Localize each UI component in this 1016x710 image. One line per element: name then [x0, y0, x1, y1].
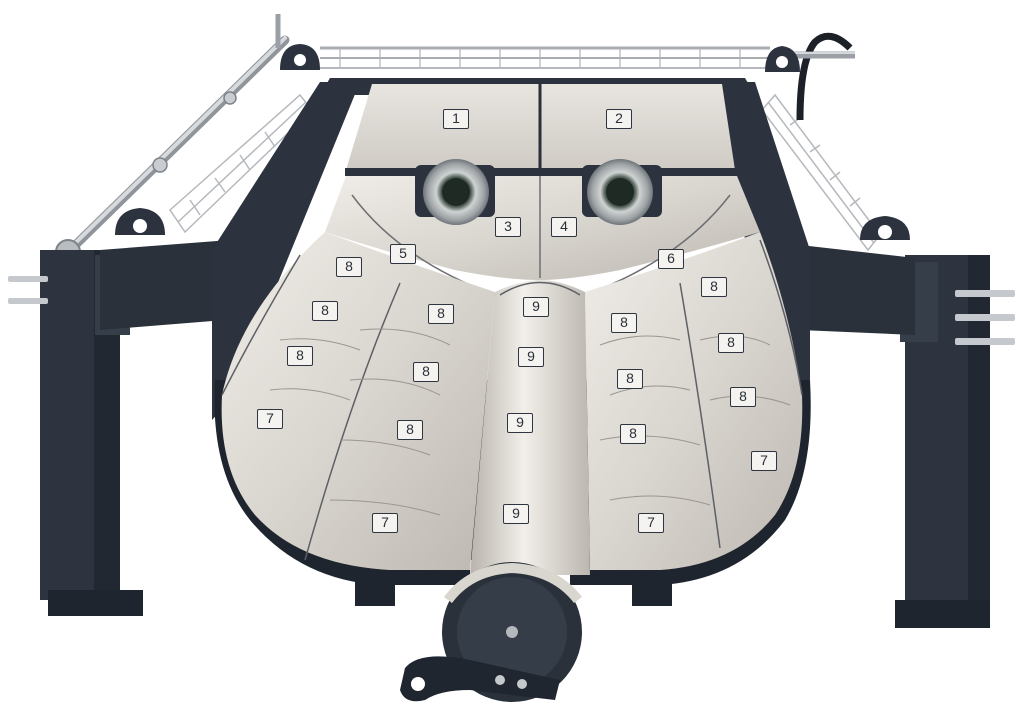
- callout-label-4: 4: [551, 217, 577, 237]
- top-cable-tray: [320, 48, 770, 68]
- callout-label-8: 8: [611, 313, 637, 333]
- callout-label-8: 8: [397, 420, 423, 440]
- callout-label-9: 9: [503, 504, 529, 524]
- right-feed-port: [582, 159, 662, 225]
- right-bowl-liner: [585, 232, 802, 570]
- callout-label-8: 8: [336, 257, 362, 277]
- callout-label-9: 9: [518, 347, 544, 367]
- callout-label-7: 7: [751, 451, 777, 471]
- callout-label-5: 5: [390, 244, 416, 264]
- callout-label-1: 1: [443, 109, 469, 129]
- callout-label-3: 3: [495, 217, 521, 237]
- callout-label-8: 8: [428, 304, 454, 324]
- callout-label-8: 8: [718, 333, 744, 353]
- callout-label-8: 8: [312, 301, 338, 321]
- callout-label-9: 9: [523, 297, 549, 317]
- shell-foot-right: [632, 578, 672, 606]
- callout-label-9: 9: [507, 413, 533, 433]
- feed-port-bar: [345, 168, 737, 176]
- callout-label-8: 8: [620, 424, 646, 444]
- callout-label-7: 7: [257, 409, 283, 429]
- right-hose: [800, 36, 850, 120]
- callout-label-7: 7: [372, 513, 398, 533]
- shell-foot-left: [355, 578, 395, 606]
- callout-label-8: 8: [413, 362, 439, 382]
- callout-label-8: 8: [730, 387, 756, 407]
- callout-label-2: 2: [606, 109, 632, 129]
- callout-label-8: 8: [701, 277, 727, 297]
- callout-label-6: 6: [658, 249, 684, 269]
- left-feed-port: [415, 159, 495, 225]
- callout-label-7: 7: [638, 513, 664, 533]
- right-crossbeam: [800, 245, 915, 335]
- callout-label-8: 8: [617, 369, 643, 389]
- left-crossbeam: [100, 240, 230, 330]
- callout-label-8: 8: [287, 346, 313, 366]
